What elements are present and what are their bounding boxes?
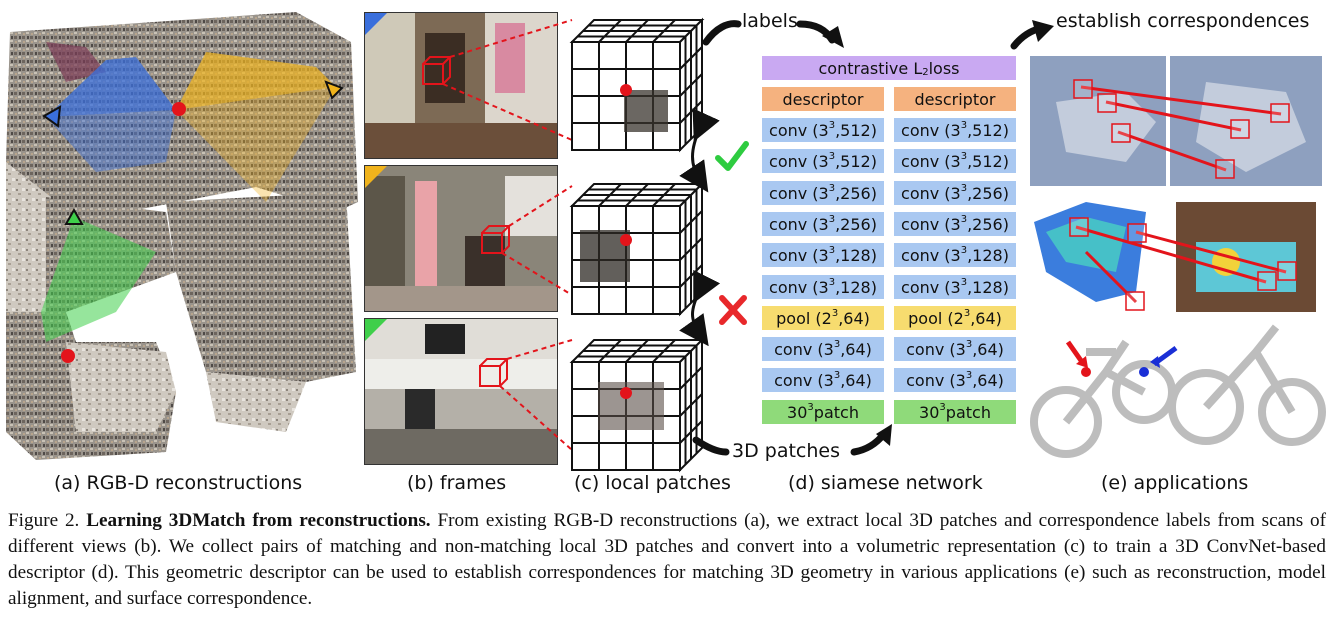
descriptor-box-left: descriptor	[762, 87, 884, 111]
figure-title: Learning 3DMatch from reconstructions.	[86, 510, 431, 531]
frame-photo-3	[364, 318, 558, 465]
patch-center-marker	[620, 234, 632, 246]
yellow-camera-marker	[324, 80, 344, 100]
patches-flow-label: 3D patches	[732, 440, 840, 462]
descriptor-box-right: descriptor	[894, 87, 1016, 111]
patch-center-marker	[620, 84, 632, 96]
red-point-marker	[172, 102, 186, 116]
establish-flow-label: establish correspondences	[1056, 10, 1310, 32]
frame-photo-1	[364, 12, 558, 159]
match-check-icon	[715, 141, 749, 171]
green-camera-marker	[64, 207, 84, 225]
patch-center-marker	[620, 387, 632, 399]
applications-image	[1026, 52, 1326, 464]
nonmatch-x-icon	[719, 295, 747, 325]
blue-camera-marker	[42, 105, 62, 128]
figure-number: Figure 2.	[8, 510, 80, 531]
figure-description: From existing RGB-D reconstructions (a),…	[8, 510, 1327, 609]
reconstruction-image	[6, 12, 358, 460]
red-point-marker	[61, 349, 75, 363]
patch-diagram	[422, 19, 1054, 471]
panel-caption-b: (b) frames	[407, 472, 507, 494]
panel-caption-c: (c) local patches	[574, 472, 731, 494]
panel-caption-a: (a) RGB-D reconstructions	[54, 472, 303, 494]
panel-caption-d: (d) siamese network	[788, 472, 983, 494]
panel-caption-e: (e) applications	[1101, 472, 1249, 494]
frame-photo-2	[364, 165, 558, 312]
figure-caption: Figure 2. Learning 3DMatch from reconstr…	[8, 508, 1326, 612]
labels-flow-label: labels	[742, 10, 798, 32]
